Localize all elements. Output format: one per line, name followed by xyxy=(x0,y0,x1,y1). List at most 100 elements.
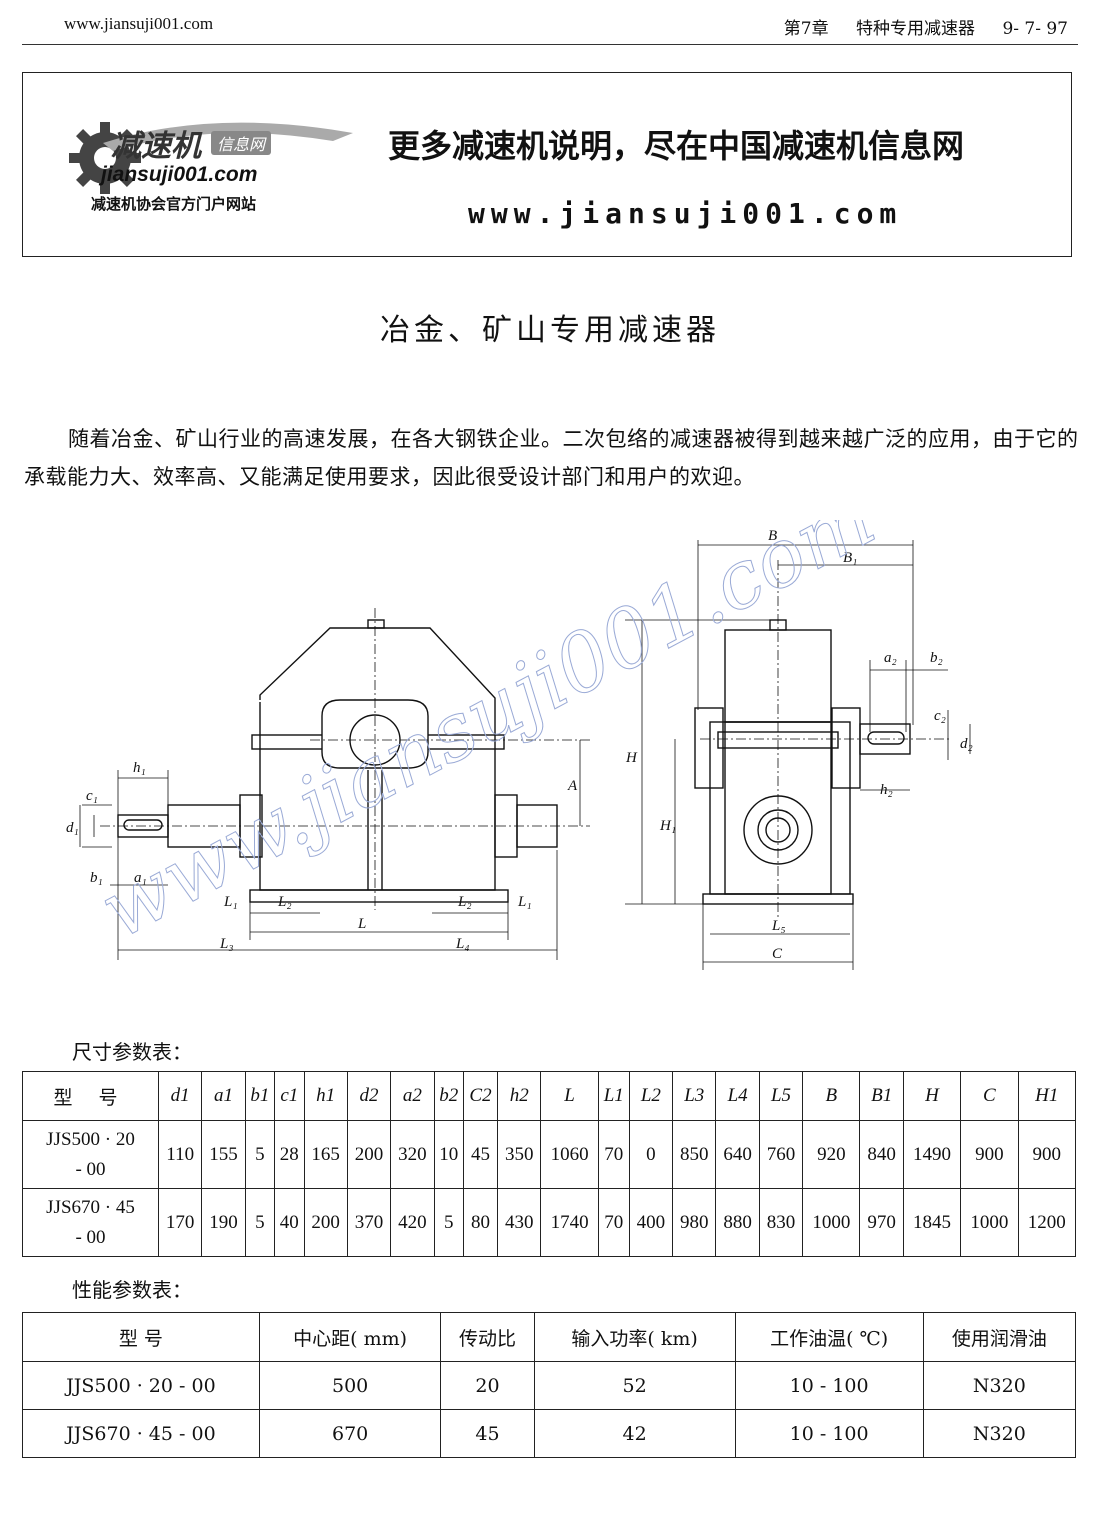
header-page-ref: 9- 7- 97 xyxy=(1002,19,1068,39)
table-cell: 900 xyxy=(1017,1120,1076,1189)
table-cell: 40 xyxy=(274,1188,305,1257)
logo-info-badge: 信息网 xyxy=(211,131,272,155)
header-chapter-info: 第7章 特种专用减速器 9- 7- 97 xyxy=(762,14,1068,39)
svg-text:H₁: H₁ xyxy=(659,818,676,834)
table-cell: 200 xyxy=(346,1120,392,1189)
logo-text: 减速机 xyxy=(111,129,201,164)
table-header-cell: b2 xyxy=(433,1071,464,1121)
table-header-cell: 输入功率( km) xyxy=(533,1312,736,1362)
table-header-cell: L3 xyxy=(672,1071,717,1121)
table-header-cell: d1 xyxy=(157,1071,203,1121)
table-header-cell: 型 号 xyxy=(22,1312,260,1362)
table-cell: 80 xyxy=(462,1188,499,1257)
svg-text:h₂: h₂ xyxy=(880,782,893,798)
table-cell: 10 xyxy=(433,1120,464,1189)
svg-text:B: B xyxy=(768,528,777,544)
svg-text:L₅: L₅ xyxy=(771,918,786,934)
banner-url[interactable]: www.jiansuji001.com xyxy=(468,197,903,230)
table-cell: 5 xyxy=(244,1188,276,1257)
table-cell: 70 xyxy=(597,1120,630,1189)
svg-text:d₁: d₁ xyxy=(66,820,79,836)
svg-text:L₂: L₂ xyxy=(457,894,472,910)
table-cell: 200 xyxy=(303,1188,348,1257)
watermark-text: www.jiansuji001.com xyxy=(85,520,889,957)
table-cell: 420 xyxy=(390,1188,435,1257)
svg-text:a₂: a₂ xyxy=(884,650,897,666)
table-header-cell: L1 xyxy=(597,1071,630,1121)
table-cell: 1845 xyxy=(902,1188,962,1257)
intro-paragraph: 随着冶金、矿山行业的高速发展，在各大钢铁企业。二次包络的减速器被得到越来越广泛的… xyxy=(24,427,1079,489)
table-cell: 880 xyxy=(715,1188,760,1257)
table-header-cell: c1 xyxy=(274,1071,305,1121)
table-cell: 165 xyxy=(303,1120,348,1189)
table-header-cell: C2 xyxy=(462,1071,499,1121)
logo-site: jiansuji001.com xyxy=(101,163,258,186)
table-cell: 900 xyxy=(960,1120,1019,1189)
table-header-cell: a2 xyxy=(390,1071,435,1121)
table-header-cell: H xyxy=(902,1071,962,1121)
ad-banner[interactable]: 减速机 信息网 jiansuji001.com 减速机协会官方门户网站 更多减速… xyxy=(22,72,1072,257)
table-cell: 1740 xyxy=(540,1188,599,1257)
table-header-cell: 中心距( mm) xyxy=(258,1312,442,1362)
table-cell: 20 xyxy=(440,1361,535,1410)
table-cell: 1000 xyxy=(802,1188,861,1257)
table-header-model: 型 号 xyxy=(22,1071,159,1121)
model-cell: JJS500 · 20 - 00 xyxy=(22,1120,159,1189)
svg-text:L: L xyxy=(357,916,366,932)
gear-logo-icon xyxy=(69,122,353,194)
model-line-2: - 00 xyxy=(75,1158,106,1180)
table-cell: 400 xyxy=(628,1188,674,1257)
table-cell: 500 xyxy=(258,1361,442,1410)
table-cell: 320 xyxy=(390,1120,435,1189)
table-cell: 10 - 100 xyxy=(734,1361,924,1410)
performance-table: 型 号中心距( mm)传动比输入功率( km)工作油温( ℃)使用润滑油 JJS… xyxy=(22,1312,1077,1458)
svg-text:L₄: L₄ xyxy=(455,936,470,952)
table-header-cell: B1 xyxy=(859,1071,904,1121)
table-header-cell: 工作油温( ℃) xyxy=(734,1312,924,1362)
page-title: 冶金、矿山专用减速器 xyxy=(380,313,720,348)
svg-text:A: A xyxy=(567,778,578,794)
table-cell: 850 xyxy=(672,1120,717,1189)
table-cell: 45 xyxy=(462,1120,499,1189)
table-header-cell: L5 xyxy=(758,1071,804,1121)
table-header-cell: L2 xyxy=(628,1071,674,1121)
svg-text:d₂: d₂ xyxy=(960,736,973,752)
table-header-cell: H1 xyxy=(1017,1071,1076,1121)
table-header-cell: 使用润滑油 xyxy=(922,1312,1077,1362)
table-header-cell: L xyxy=(540,1071,599,1121)
table-cell: 5 xyxy=(433,1188,464,1257)
table-cell: 350 xyxy=(497,1120,542,1189)
table-cell: 1490 xyxy=(902,1120,962,1189)
performance-table-title: 性能参数表： xyxy=(72,1278,192,1302)
svg-text:c₂: c₂ xyxy=(934,708,946,724)
table-cell: 640 xyxy=(715,1120,760,1189)
svg-text:L₂: L₂ xyxy=(277,894,292,910)
table-cell: N320 xyxy=(922,1361,1077,1410)
table-header-cell: d2 xyxy=(346,1071,392,1121)
model-line-1: JJS500 · 20 xyxy=(46,1128,135,1150)
table-cell: 52 xyxy=(533,1361,736,1410)
table-header-cell: h2 xyxy=(497,1071,542,1121)
table-header-cell: 传动比 xyxy=(440,1312,535,1362)
table-cell: 28 xyxy=(274,1120,305,1189)
svg-text:C: C xyxy=(772,946,783,962)
model-line-1: JJS670 · 45 xyxy=(46,1196,135,1218)
table-cell: 170 xyxy=(157,1188,203,1257)
header-chapter: 第7章 xyxy=(783,19,829,39)
table-cell: 430 xyxy=(497,1188,542,1257)
svg-text:b₂: b₂ xyxy=(930,650,943,666)
model-line-2: - 00 xyxy=(75,1226,106,1248)
front-view-drawing xyxy=(79,608,590,960)
table-header-cell: L4 xyxy=(715,1071,760,1121)
header-divider xyxy=(22,44,1078,45)
table-cell: 1000 xyxy=(960,1188,1019,1257)
svg-text:a₁: a₁ xyxy=(134,870,147,886)
model-cell: JJS670 · 45 - 00 xyxy=(22,1188,159,1257)
